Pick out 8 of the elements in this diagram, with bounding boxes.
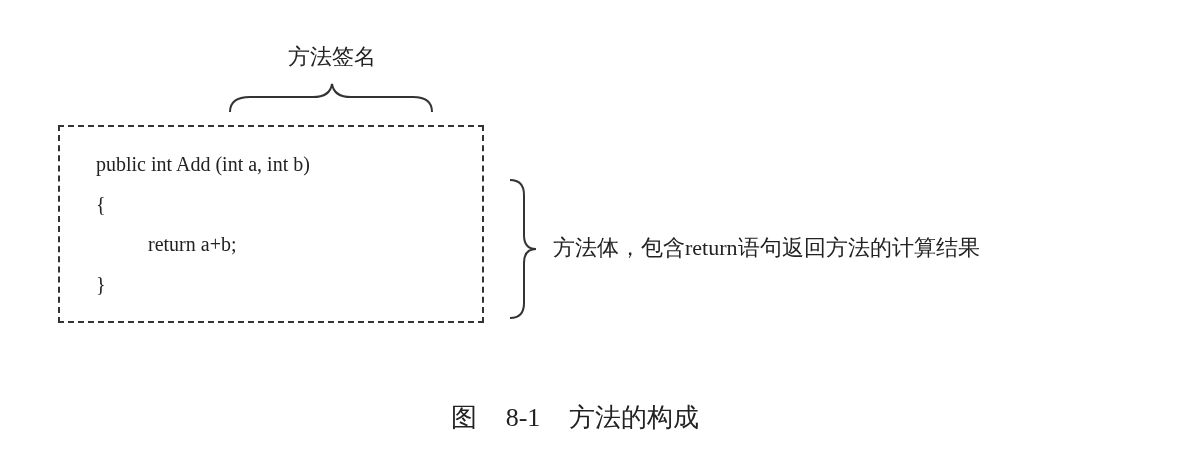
dashed-code-box <box>58 125 484 323</box>
figure-caption: 图 8-1 方法的构成 <box>451 402 699 434</box>
code-line: { <box>96 193 106 216</box>
code-line: public int Add (int a, int b) <box>96 153 310 176</box>
brace-label: 方法签名 <box>288 43 376 71</box>
code-line: } <box>96 273 106 296</box>
code-line: return a+b; <box>148 233 237 256</box>
brace-label: 方法体，包含return语句返回方法的计算结果 <box>553 234 980 262</box>
